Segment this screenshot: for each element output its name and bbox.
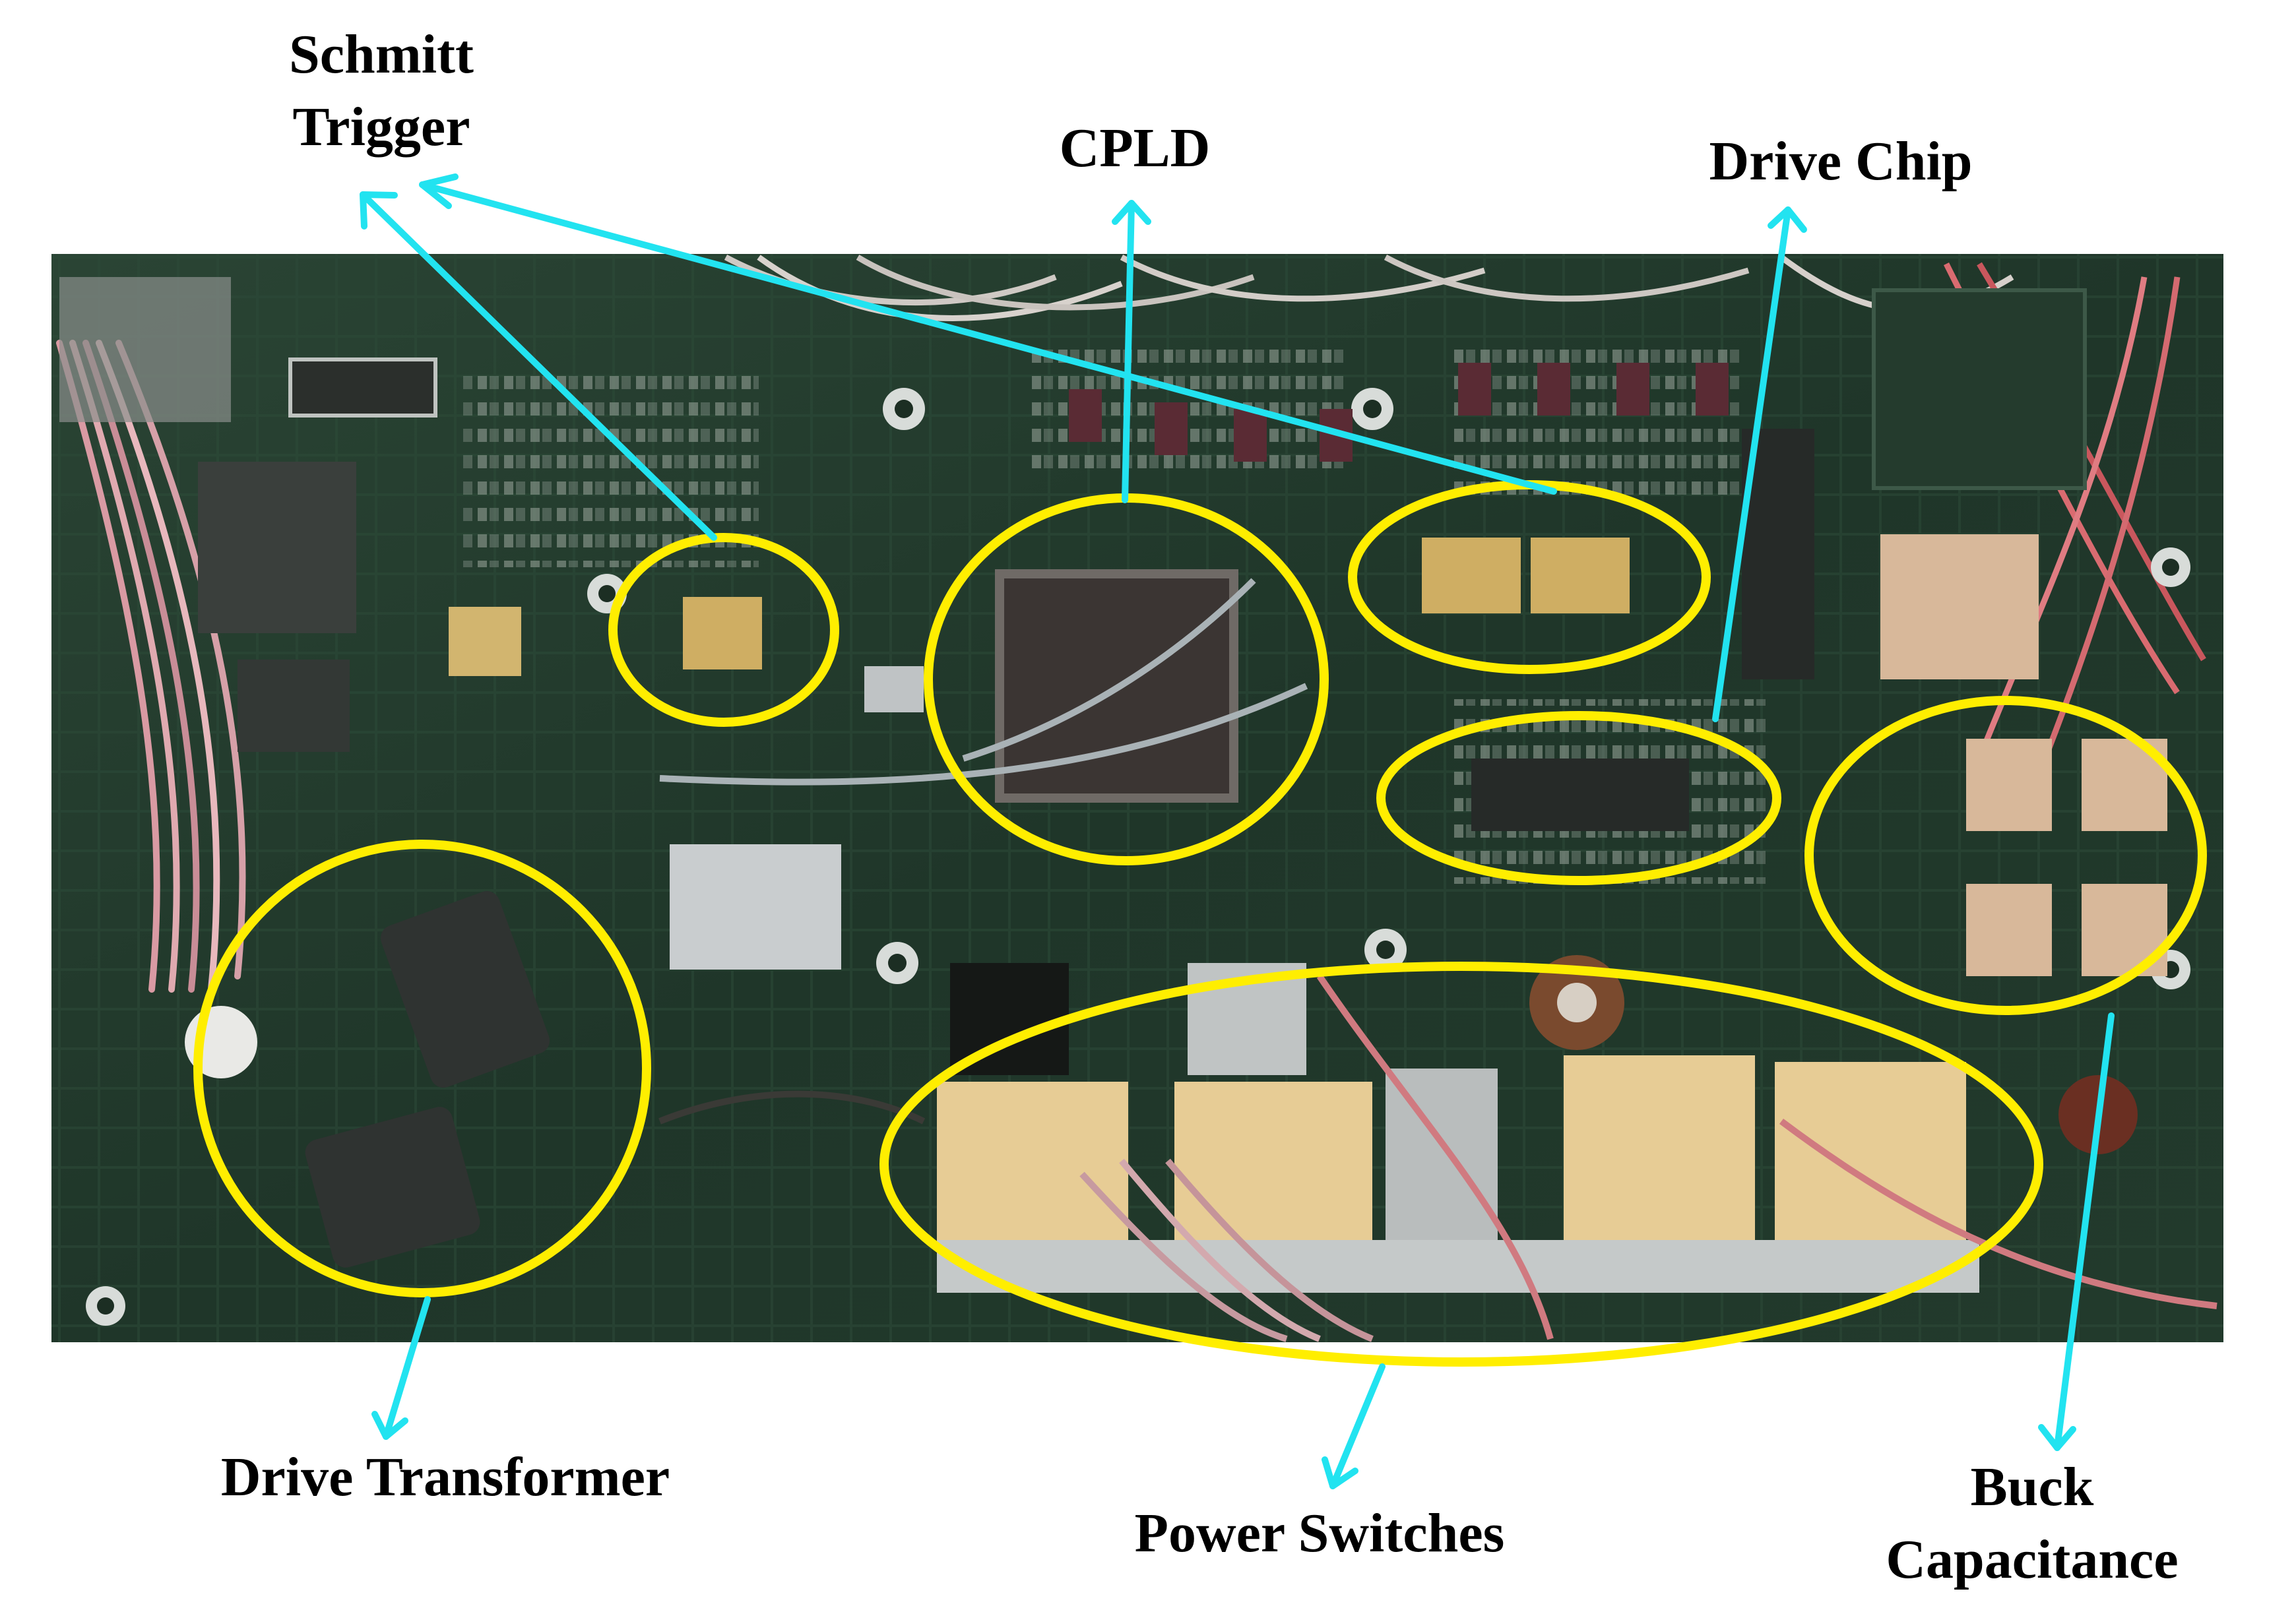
- buck-capacitor-pads: [1880, 534, 2167, 976]
- schmitt-trigger-label-line2: Trigger: [292, 96, 470, 158]
- drive-transformer-core-bottom: [305, 1107, 480, 1268]
- schmitt-trigger-label-line1: Schmitt: [289, 24, 474, 85]
- buck-capacitance-ellipse: [1804, 696, 2207, 1015]
- schmitt-trigger-ellipse: [608, 533, 839, 727]
- power-switch-wires: [658, 974, 2217, 1342]
- drive-chip-left: [1422, 538, 1521, 613]
- drive-chip-label: Drive Chip: [1663, 125, 2019, 198]
- cpld-label: CPLD: [1029, 112, 1240, 185]
- cpld-label-text: CPLD: [1059, 117, 1211, 179]
- power-switch-pads: [937, 963, 1979, 1293]
- buck-capacitance-label-line1: Buck: [1970, 1456, 2094, 1518]
- drive-chip-ic: [1471, 759, 1689, 831]
- passive-component-array: [1451, 343, 1742, 495]
- pcb-board: [51, 254, 2223, 1342]
- shield-can: [670, 844, 841, 970]
- drive-chip-ellipse-lower: [1376, 711, 1781, 885]
- power-switches-ellipse: [879, 962, 2043, 1367]
- drive-transformer-label: Drive Transformer: [172, 1441, 719, 1514]
- annotation-arrows: [360, 173, 2115, 1489]
- schmitt-trigger-label: Schmitt Trigger: [276, 18, 487, 164]
- left-wire-bundle: [56, 277, 356, 993]
- highlight-ellipses: [193, 480, 2207, 1367]
- drive-chip-label-text: Drive Chip: [1709, 131, 1973, 192]
- board-connector: [288, 357, 437, 418]
- buck-capacitance-label-line2: Capacitance: [1886, 1529, 2179, 1590]
- drive-transformer-label-text: Drive Transformer: [220, 1446, 670, 1508]
- power-switches-label: Power Switches: [1089, 1497, 1550, 1570]
- drive-chip-right: [1531, 538, 1630, 613]
- small-inductors: [1069, 363, 1729, 462]
- drive-transformer-ellipse: [193, 840, 651, 1297]
- schmitt-trigger-chip: [683, 597, 762, 669]
- drive-transformer-core-top: [380, 890, 550, 1088]
- power-switches-label-text: Power Switches: [1134, 1503, 1505, 1564]
- buck-capacitance-label: Buck Capacitance: [1841, 1451, 2223, 1596]
